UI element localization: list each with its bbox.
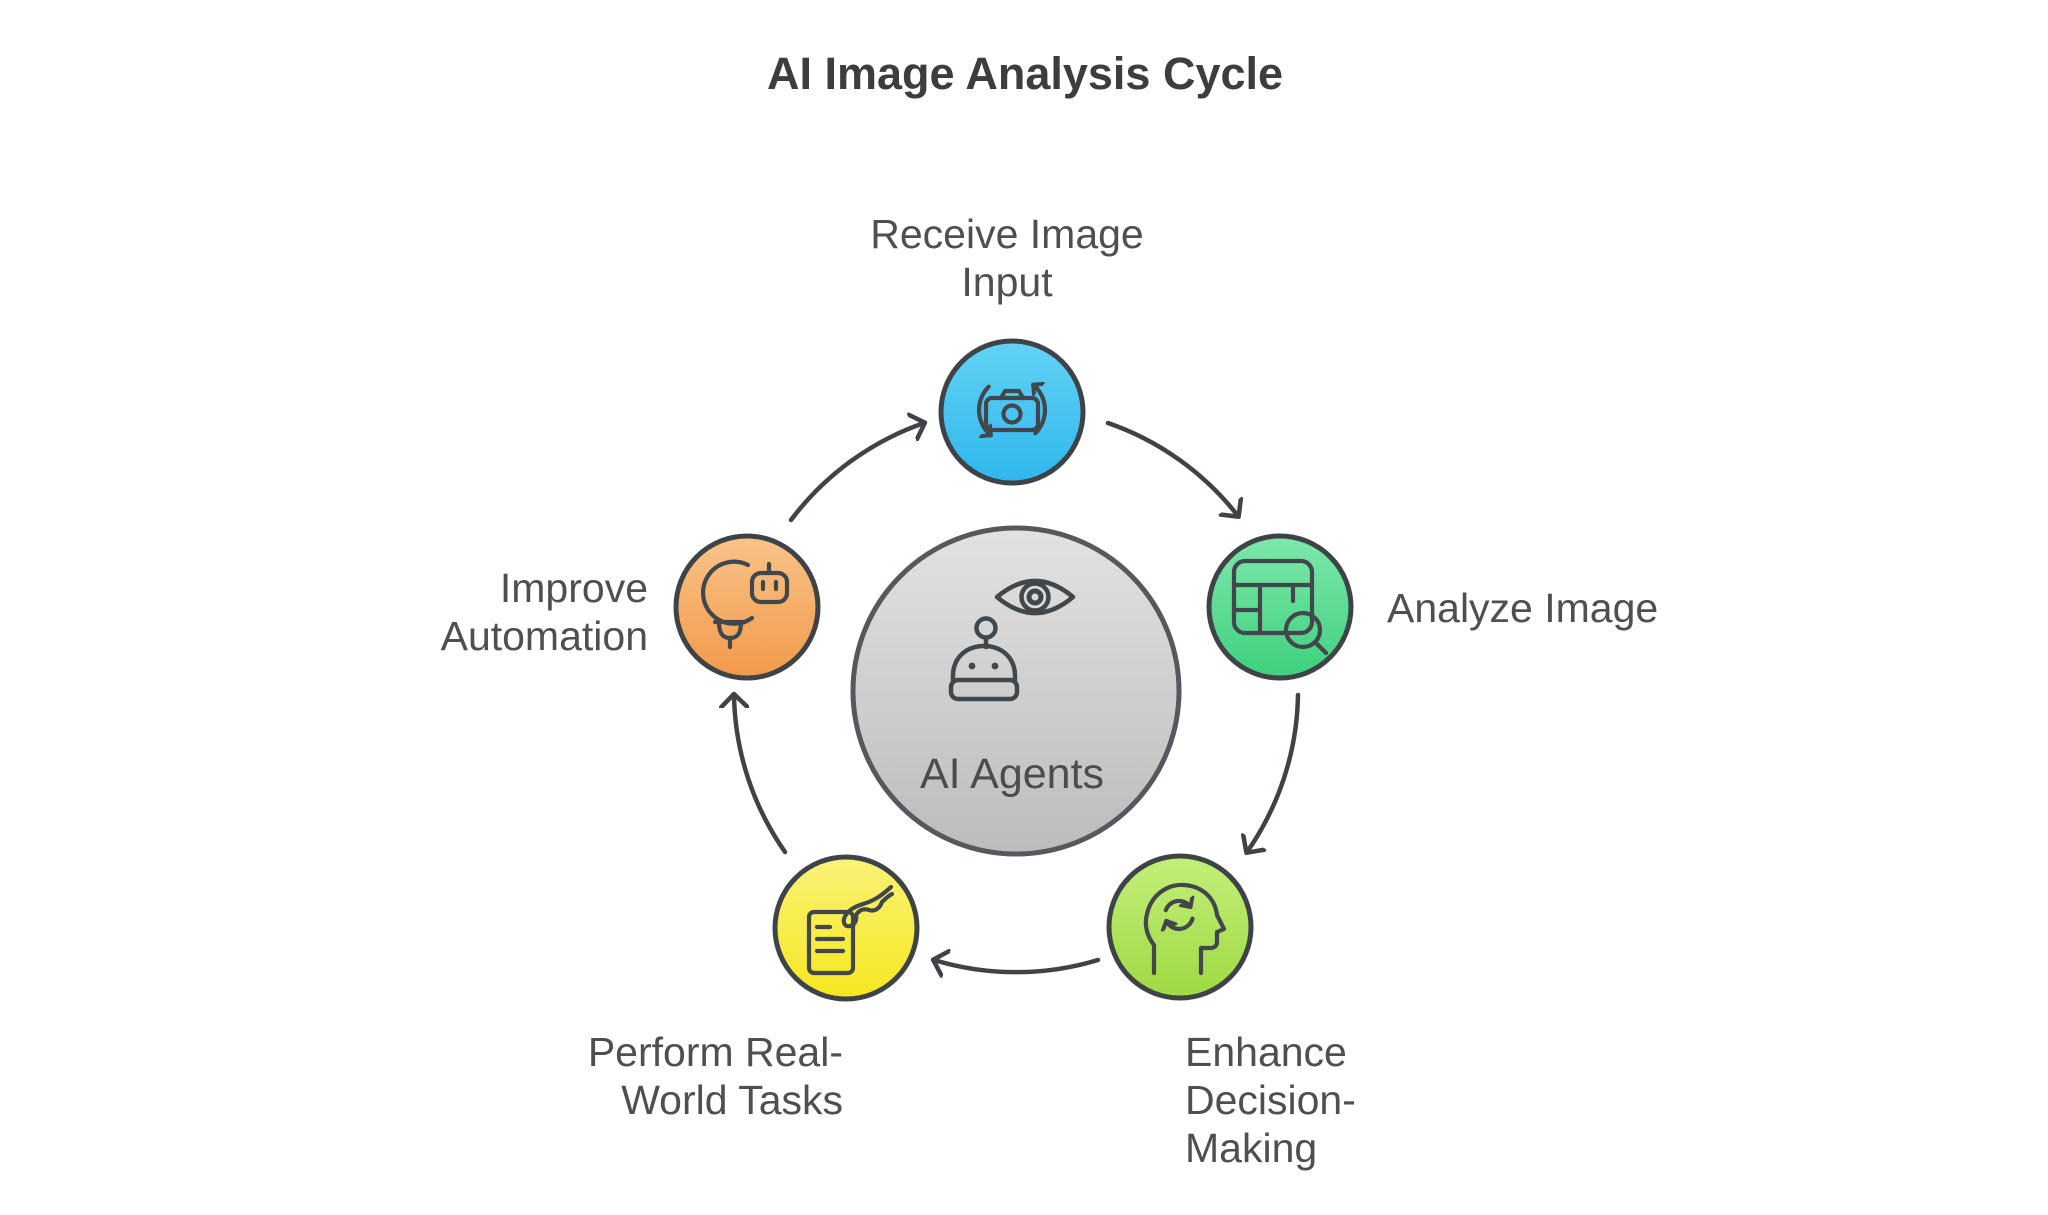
center-hub — [850, 525, 1182, 857]
arrow-left-to-top — [788, 423, 924, 523]
table-search-icon — [1231, 558, 1329, 656]
robot-chin-band — [948, 677, 1020, 702]
robot-eye-right — [991, 662, 999, 670]
bulb-robot-icon — [700, 559, 790, 650]
head-process-icon — [1143, 882, 1227, 976]
robot-vision-icon — [948, 578, 1076, 702]
diagram-title: AI Image Analysis Cycle — [766, 48, 1284, 99]
arrow-top-to-right — [1105, 420, 1238, 516]
cycle-arrows — [734, 420, 1301, 972]
eye-pupil — [1026, 588, 1044, 606]
label-analyze-image: Analyze Image — [1387, 585, 1659, 631]
node-improve-automation — [673, 533, 821, 681]
arrow-bottomright-to-bottomleft — [934, 960, 1101, 972]
node-perform-real-world-tasks — [772, 854, 920, 1002]
node-circle-yellow — [772, 854, 920, 1002]
node-analyze-image — [1206, 533, 1354, 681]
node-receive-image-input — [938, 338, 1086, 486]
arrow-right-to-bottomright — [1247, 692, 1301, 852]
label-receive-image-input: Receive Image Input — [870, 211, 1144, 305]
node-enhance-decision-making — [1106, 853, 1254, 1001]
camera-sync-icon — [976, 385, 1048, 436]
node-circle-blue — [938, 338, 1086, 486]
eye-outline — [994, 578, 1076, 616]
robot-head-dome — [950, 643, 1018, 683]
node-circle-green — [1206, 533, 1354, 681]
arrow-bottomleft-to-left — [734, 695, 788, 855]
robot-eye-left — [968, 662, 976, 670]
hand-document-icon — [806, 884, 895, 976]
eye-iris — [1019, 581, 1051, 613]
center-hub-label: AI Agents — [919, 750, 1105, 798]
label-enhance-decision-making: Enhance Decision- Making — [1185, 1029, 1356, 1171]
label-improve-automation: Improve Automation — [440, 565, 648, 659]
label-perform-real-world-tasks: Perform Real- World Tasks — [587, 1029, 843, 1123]
node-circle-orange — [673, 533, 821, 681]
